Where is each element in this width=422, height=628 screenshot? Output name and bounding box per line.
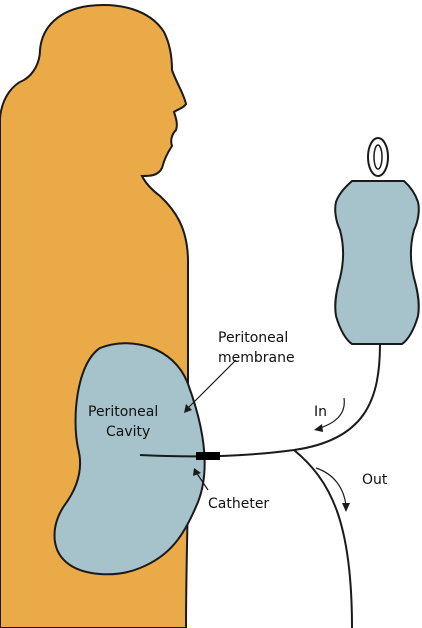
in-label: In bbox=[314, 404, 327, 420]
catheter-cuff bbox=[196, 452, 220, 460]
membrane-pointer-arrow bbox=[186, 360, 236, 410]
membrane-label-line2: membrane bbox=[218, 350, 295, 366]
outflow-tube bbox=[294, 450, 352, 628]
cavity-label-line1: Peritoneal bbox=[88, 404, 158, 420]
in-flow-arrowhead bbox=[314, 424, 323, 432]
out-flow-arrow bbox=[316, 468, 346, 506]
membrane-label-line1: Peritoneal bbox=[218, 330, 288, 346]
out-label: Out bbox=[362, 472, 388, 488]
out-flow-arrowhead bbox=[342, 503, 350, 512]
bag-hanging-loop-inner bbox=[374, 145, 382, 169]
cavity-label-line2: Cavity bbox=[106, 424, 150, 440]
dialysis-bag bbox=[335, 181, 419, 344]
inflow-tube bbox=[294, 344, 380, 450]
catheter-label: Catheter bbox=[208, 496, 269, 512]
